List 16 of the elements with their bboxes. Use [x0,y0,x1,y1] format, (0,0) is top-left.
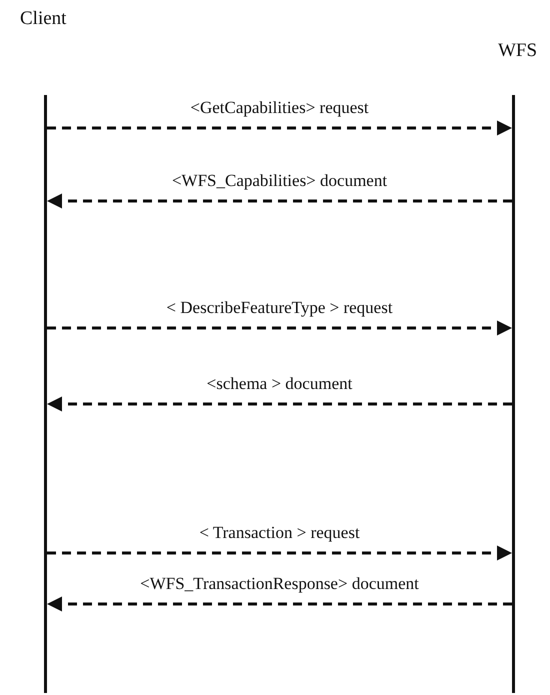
message-arrow [47,546,512,560]
participant-label: Client [20,8,66,30]
message-label: <GetCapabilities> request [190,98,369,118]
message-label: <schema > document [206,374,352,394]
message-label: <WFS_TransactionResponse> document [140,574,419,594]
participant-label: WFS [498,40,538,62]
lifeline [44,95,47,693]
message-label: <WFS_Capabilities> document [172,171,388,191]
message-arrow [47,194,512,208]
message-label: < DescribeFeatureType > request [166,298,393,318]
message-arrow [47,120,512,136]
message-arrow [47,320,512,336]
message-label: < Transaction > request [199,523,360,543]
message-arrow [47,396,512,412]
message-arrow [47,596,512,612]
lifeline [512,95,515,693]
